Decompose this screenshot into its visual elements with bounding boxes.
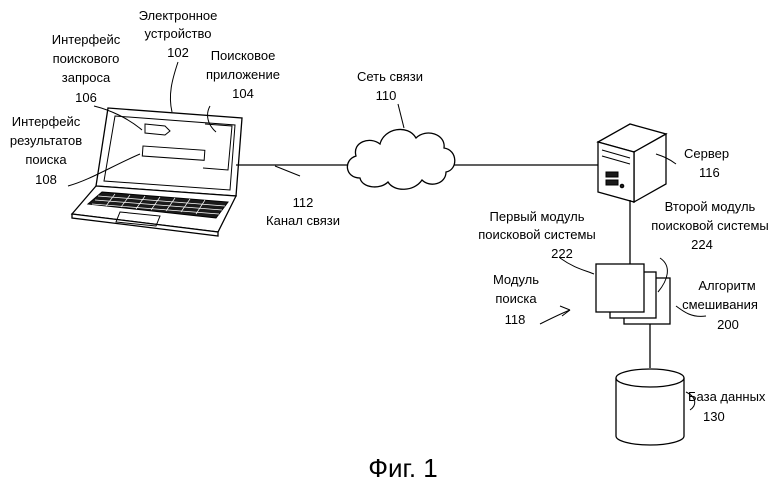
label-electronic-device-line1: Электронное [139, 8, 218, 23]
label-first-engine-line1: Первый модуль [490, 209, 585, 224]
label-results-interface-line3: поиска [25, 152, 67, 167]
label-link-line1: Канал связи [266, 213, 340, 228]
search-module-stack [596, 264, 670, 324]
ref-200: 200 [717, 317, 739, 332]
ref-106: 106 [75, 90, 97, 105]
figure-caption: Фиг. 1 [368, 453, 438, 483]
label-second-engine-line1: Второй модуль [665, 199, 756, 214]
network-cloud-icon [347, 129, 454, 189]
ref-102: 102 [167, 45, 189, 60]
label-results-interface: Интерфейс результатов поиска 108 [10, 114, 82, 187]
first-engine-box [596, 264, 644, 312]
label-network: Сеть связи 110 [357, 69, 423, 103]
ref-116: 116 [699, 165, 720, 180]
label-search-module-line1: Модуль [493, 272, 539, 287]
label-blending: Алгоритм смешивания 200 [682, 278, 758, 332]
label-query-interface: Интерфейс поискового запроса 106 [52, 32, 121, 105]
label-query-interface-line3: запроса [62, 70, 111, 85]
label-query-interface-line1: Интерфейс [52, 32, 121, 47]
label-blending-line2: смешивания [682, 297, 758, 312]
label-query-interface-line2: поискового [53, 51, 120, 66]
label-second-engine-line2: поисковой системы [651, 218, 769, 233]
ref-110: 110 [376, 88, 397, 103]
label-results-interface-line2: результатов [10, 133, 82, 148]
label-first-engine-line2: поисковой системы [478, 227, 596, 242]
label-second-engine: Второй модуль поисковой системы 224 [651, 199, 769, 252]
label-results-interface-line1: Интерфейс [12, 114, 81, 129]
label-search-app: Поисковое приложение 104 [206, 48, 280, 101]
laptop-icon [72, 108, 242, 236]
label-search-app-line1: Поисковое [211, 48, 276, 63]
ref-108: 108 [35, 172, 57, 187]
label-search-module: Модуль поиска 118 [493, 272, 539, 327]
database-icon [616, 369, 684, 445]
label-network-line1: Сеть связи [357, 69, 423, 84]
label-server: Сервер 116 [684, 146, 729, 180]
ref-112: 112 [293, 195, 314, 210]
label-electronic-device-line2: устройство [145, 26, 212, 41]
label-first-engine: Первый модуль поисковой системы 222 [478, 209, 596, 261]
label-database: База данных 130 [688, 389, 766, 424]
label-electronic-device: Электронное устройство 102 [139, 8, 218, 60]
ref-104: 104 [232, 86, 254, 101]
ref-222: 222 [551, 246, 573, 261]
label-link: 112 Канал связи [266, 195, 340, 228]
label-search-module-line2: поиска [495, 291, 537, 306]
server-icon [598, 124, 666, 202]
label-search-app-line2: приложение [206, 67, 280, 82]
ref-130: 130 [703, 409, 725, 424]
label-server-line1: Сервер [684, 146, 729, 161]
ref-224: 224 [691, 237, 713, 252]
ref-118: 118 [505, 312, 526, 327]
label-database-line1: База данных [688, 389, 766, 404]
label-blending-line1: Алгоритм [698, 278, 755, 293]
